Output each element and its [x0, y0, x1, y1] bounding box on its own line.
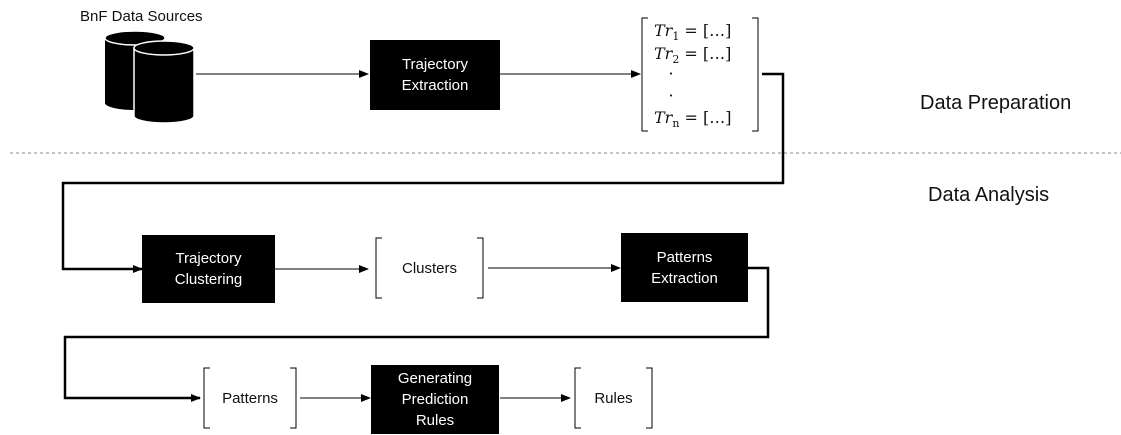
- trajectory-value: = […]: [684, 108, 732, 127]
- patterns-output: Patterns: [204, 368, 296, 428]
- trajectory-row: Trn = […]: [654, 107, 732, 134]
- patterns-bracket: [203, 367, 297, 429]
- trajectory-value: = […]: [684, 44, 732, 63]
- box-label-line: Extraction: [651, 269, 718, 287]
- clusters-label: Clusters: [401, 259, 457, 277]
- box-label-line: Extraction: [401, 77, 469, 94]
- trajectory-ellipsis-dot: ·: [668, 86, 674, 105]
- box-label-line: Trajectory: [175, 250, 242, 267]
- generating-prediction-rules-box: Generating Prediction Rules: [371, 365, 499, 434]
- section-title-preparation: Data Preparation: [920, 92, 1072, 114]
- rules-bracket: [574, 367, 653, 429]
- trajectory-symbol: Tr: [654, 21, 673, 40]
- connector-extraction-to-patterns: [63, 266, 770, 402]
- box-label-line: Generating: [397, 370, 473, 387]
- data-sources-label: BnF Data Sources: [80, 8, 203, 25]
- trajectory-value: = […]: [684, 21, 732, 40]
- section-title-analysis: Data Analysis: [928, 184, 1050, 206]
- rules-label: Rules: [594, 389, 633, 407]
- patterns-extraction-box: Patterns Extraction: [621, 233, 748, 302]
- trajectory-clustering-box: Trajectory Clustering: [142, 235, 275, 303]
- box-label-line: Prediction: [401, 391, 469, 408]
- patterns-label: Patterns: [222, 389, 278, 407]
- clusters-output: Clusters: [376, 238, 483, 298]
- trajectory-extraction-box: Trajectory Extraction: [370, 40, 500, 110]
- box-label-line: Patterns: [656, 248, 713, 266]
- trajectory-ellipsis-dot: ·: [668, 64, 674, 83]
- trajectory-list-bracket: [641, 17, 759, 132]
- trajectory-index: 2: [672, 53, 680, 67]
- box-label-line: Rules: [415, 412, 455, 429]
- trajectory-index: n: [672, 117, 680, 131]
- clusters-bracket: [375, 237, 484, 299]
- trajectory-index: 1: [672, 30, 680, 44]
- box-label-line: Trajectory: [401, 56, 469, 73]
- database-icon: [104, 30, 195, 124]
- rules-output: Rules: [575, 368, 652, 428]
- trajectory-row: Tr1 = […]: [654, 20, 731, 47]
- trajectory-symbol: Tr: [654, 44, 673, 63]
- trajectory-row: Tr2 = […]: [654, 43, 731, 70]
- trajectory-symbol: Tr: [654, 108, 673, 127]
- connector-preparation-to-analysis: [61, 72, 785, 273]
- box-label-line: Clustering: [174, 271, 243, 288]
